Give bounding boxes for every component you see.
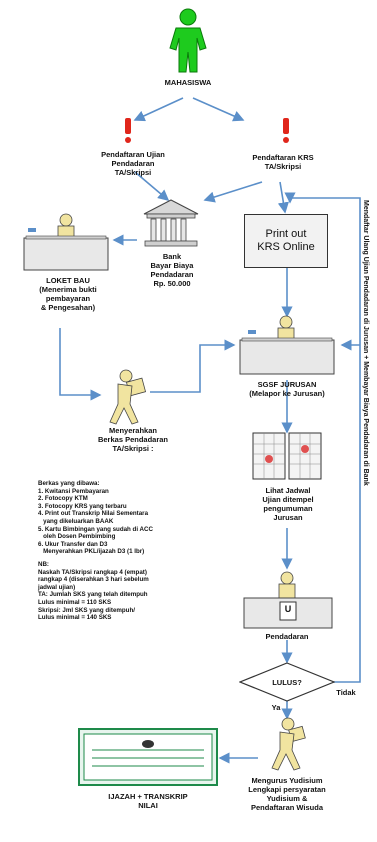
exam-desk-icon xyxy=(243,571,333,629)
student-figure-icon xyxy=(169,8,207,73)
decision-no-label: Tidak xyxy=(336,688,356,697)
person-carrying-icon xyxy=(109,369,147,425)
requirement-item: 2. Fotocopy KTM xyxy=(38,495,88,503)
edge-student-krs xyxy=(192,97,245,122)
decision-label: LULUS? xyxy=(272,678,302,687)
note-item: Lulus minimal = 140 SKS xyxy=(38,614,112,622)
calendar-icon xyxy=(252,432,322,480)
edge-exam-bank xyxy=(134,171,170,202)
note-item: jadwal ujian) xyxy=(38,583,76,591)
requirement-item: yang dikeluarkan BAAK xyxy=(38,517,114,525)
requirement-item: 3. Fotocopy KRS yang terbaru xyxy=(38,502,127,510)
krs-registration-label: Pendaftaran KRS TA/Skripsi xyxy=(252,153,314,171)
edge-krs-print xyxy=(277,181,289,214)
requirements-list: Berkas yang dibawa: 1. Kwitansi Pembayar… xyxy=(38,480,213,622)
submit-documents-label: Menyerahkan Berkas Pendadaran TA/Skripsi… xyxy=(97,426,169,453)
exam-registration-label: Pendaftaran Ujian Pendadaran TA/Skripsi xyxy=(101,150,165,177)
jurusan-label: SGSF JURUSAN (Melapor ke Jurusan) xyxy=(249,380,325,398)
decision-diamond xyxy=(239,662,335,702)
note-item: Lulus minimal = 110 SKS xyxy=(38,598,112,606)
notes-title: NB: xyxy=(38,560,49,568)
requirement-item: 1. Kwitansi Pembayaran xyxy=(38,487,109,495)
note-item: TA: Jumlah SKS yang telah ditempuh xyxy=(38,591,148,599)
exclamation-icon xyxy=(124,118,132,144)
requirement-item: Menyerahkan PKL/ijazah D3 (1 lbr) xyxy=(38,548,145,556)
certificate-icon xyxy=(78,728,218,786)
bank-building-icon xyxy=(143,199,199,247)
edge-decision-no-loop xyxy=(290,197,361,683)
exam-label: Pendadaran xyxy=(265,632,309,641)
ijazah-label: IJAZAH + TRANSKRIP NILAI xyxy=(108,792,188,810)
jurusan-desk-icon xyxy=(239,315,335,375)
person-carrying-icon xyxy=(271,717,306,771)
requirement-item: oleh Dosen Pembimbing xyxy=(38,533,116,541)
requirement-item: 6. Ukur Transfer dan D3 xyxy=(38,540,108,548)
exam-icon-letter: U xyxy=(284,604,292,614)
note-item: Naskah TA/Skripsi rangkap 4 (empat) xyxy=(38,568,147,576)
edge-loket-submit xyxy=(59,328,102,401)
schedule-label: Lihat Jadwal Ujian ditempel pengumuman J… xyxy=(262,486,314,522)
edge-student-exam xyxy=(133,97,184,122)
side-note: Mendaftar Ulang Ujian Pendadaran di Juru… xyxy=(362,200,369,486)
requirement-item: 4. Print out Transkrip Nilai Sementara xyxy=(38,510,149,518)
loket-desk-icon xyxy=(23,213,109,271)
exclamation-icon xyxy=(282,118,290,144)
edge-submit-jurusan xyxy=(150,339,236,393)
bank-label: Bank Bayar Biaya Pendadaran Rp. 50.000 xyxy=(150,252,194,288)
requirement-item: 5. Kartu Bimbingan yang sudah di ACC xyxy=(38,525,153,533)
decision-yes-label: Ya xyxy=(271,703,281,712)
note-item: rangkap 4 (diserahkan 3 hari sebelum xyxy=(38,576,149,584)
print-krs-label: Print out KRS Online xyxy=(257,228,315,253)
print-krs-box: Print out KRS Online xyxy=(244,214,328,268)
yudisium-label: Mengurus Yudisium Lengkapi persyaratan Y… xyxy=(248,776,326,812)
loket-bau-label: LOKET BAU (Menerima bukti pembayaran & P… xyxy=(39,276,97,312)
edge-krs-bank xyxy=(203,181,263,203)
requirements-title: Berkas yang dibawa: xyxy=(38,480,100,487)
note-item: Skripsi: Jml SKS yang ditempuh/ xyxy=(38,606,135,614)
student-label: MAHASISWA xyxy=(164,78,212,87)
